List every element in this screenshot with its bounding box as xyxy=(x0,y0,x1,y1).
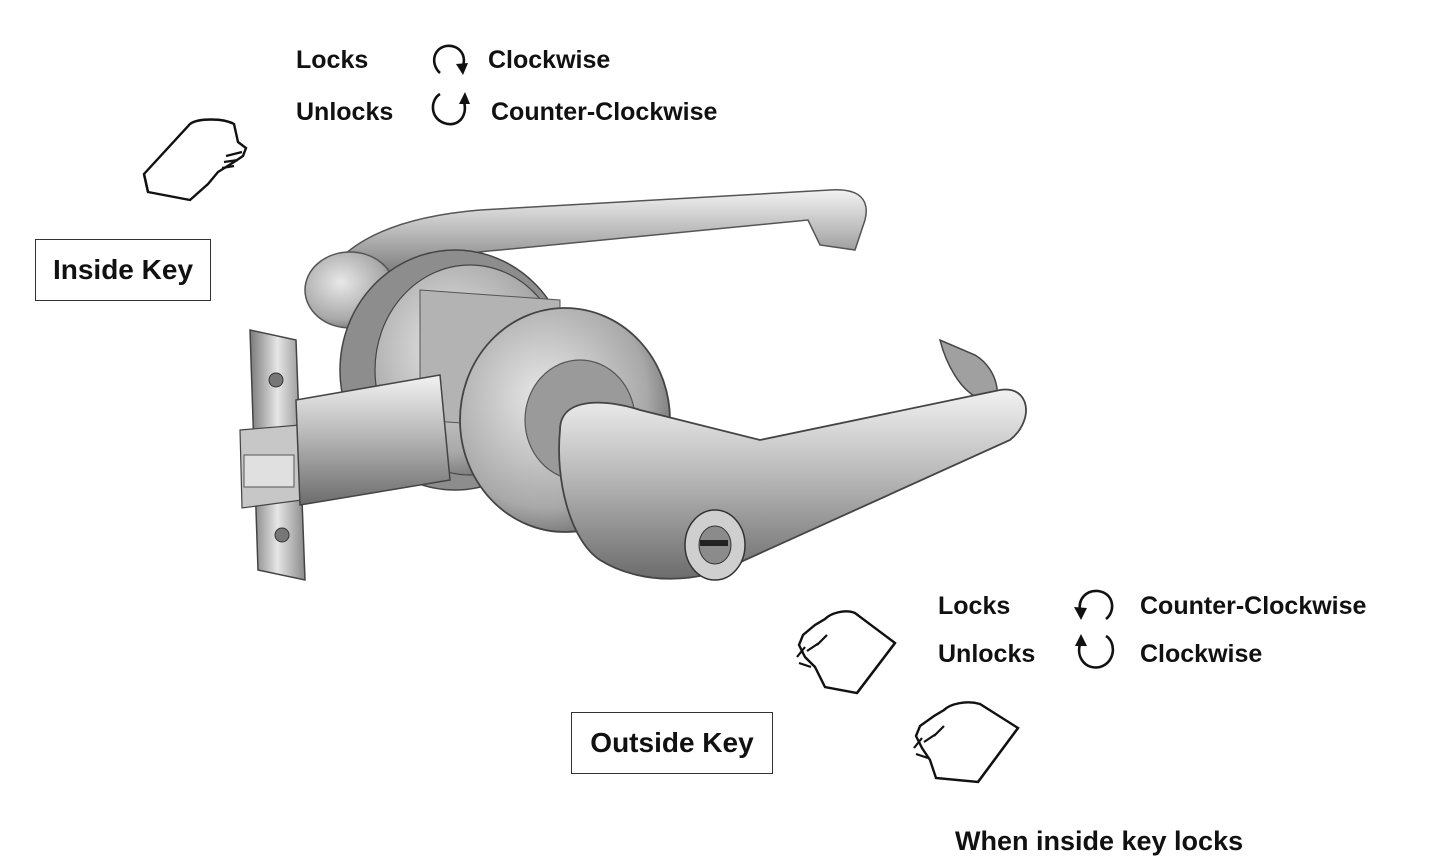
outside-key-label: Outside Key xyxy=(571,712,773,774)
key-icon xyxy=(785,605,905,702)
inside-locks-direction: Clockwise xyxy=(488,46,611,74)
inside-key-label: Inside Key xyxy=(35,239,211,301)
rotate-clockwise-icon xyxy=(426,40,470,85)
rotate-counter-clockwise-icon xyxy=(1070,585,1120,634)
key-icon xyxy=(138,112,253,212)
outside-unlocks-direction: Clockwise xyxy=(1140,640,1263,668)
rotate-counter-clockwise-icon xyxy=(426,88,476,137)
rotate-clockwise-icon xyxy=(1070,630,1120,679)
inside-locks-label: Locks xyxy=(296,46,369,74)
key-icon xyxy=(900,698,1025,793)
outside-locks-direction: Counter-Clockwise xyxy=(1140,592,1367,620)
outside-unlocks-label: Unlocks xyxy=(938,640,1036,668)
inside-unlocks-direction: Counter-Clockwise xyxy=(491,98,718,126)
inside-unlocks-label: Unlocks xyxy=(296,98,394,126)
outside-locks-label: Locks xyxy=(938,592,1011,620)
